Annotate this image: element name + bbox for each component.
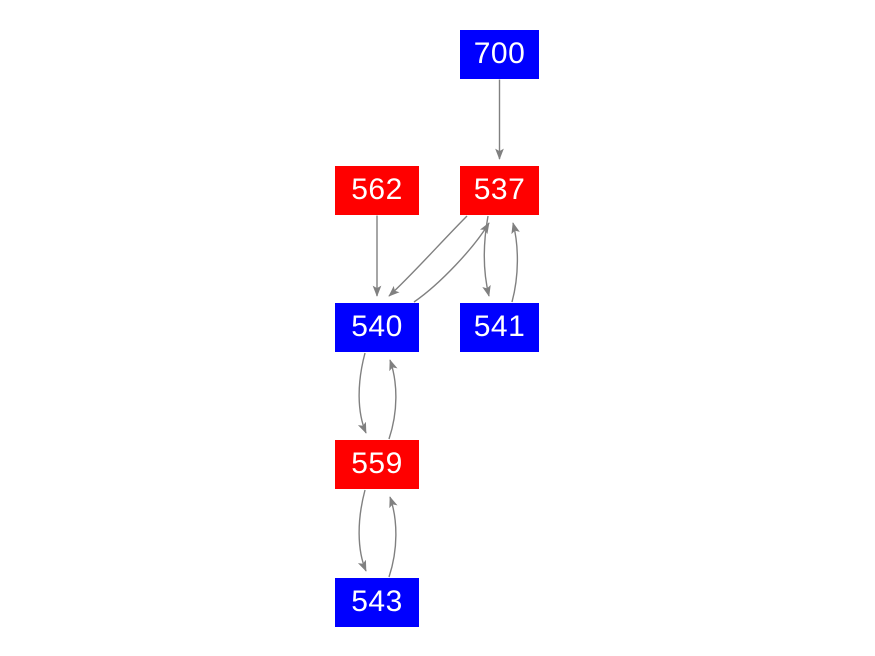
- edge-540-537: [413, 222, 490, 303]
- edge-537-540: [388, 215, 468, 297]
- edge-537-541: [482, 215, 491, 297]
- edge-540-559: [357, 352, 367, 434]
- graph-node-700[interactable]: 700: [460, 30, 539, 79]
- graph-node-label: 700: [473, 36, 526, 70]
- graph-node-label: 541: [473, 309, 526, 343]
- graph-node-537[interactable]: 537: [460, 166, 539, 215]
- graph-node-543[interactable]: 543: [335, 578, 419, 627]
- edge-541-537: [511, 222, 520, 303]
- graph-node-562[interactable]: 562: [335, 166, 419, 215]
- graph-node-540[interactable]: 540: [335, 303, 419, 352]
- graph-node-559[interactable]: 559: [335, 440, 419, 489]
- edge-543-559: [388, 496, 398, 578]
- graph-node-541[interactable]: 541: [460, 303, 539, 352]
- edge-559-540: [388, 359, 398, 440]
- graph-node-label: 559: [351, 446, 403, 480]
- graph-node-label: 543: [351, 584, 403, 618]
- graph-node-label: 540: [351, 309, 403, 343]
- graph-node-label: 562: [351, 172, 403, 206]
- edge-559-543: [357, 489, 367, 572]
- graph-node-label: 537: [473, 172, 526, 206]
